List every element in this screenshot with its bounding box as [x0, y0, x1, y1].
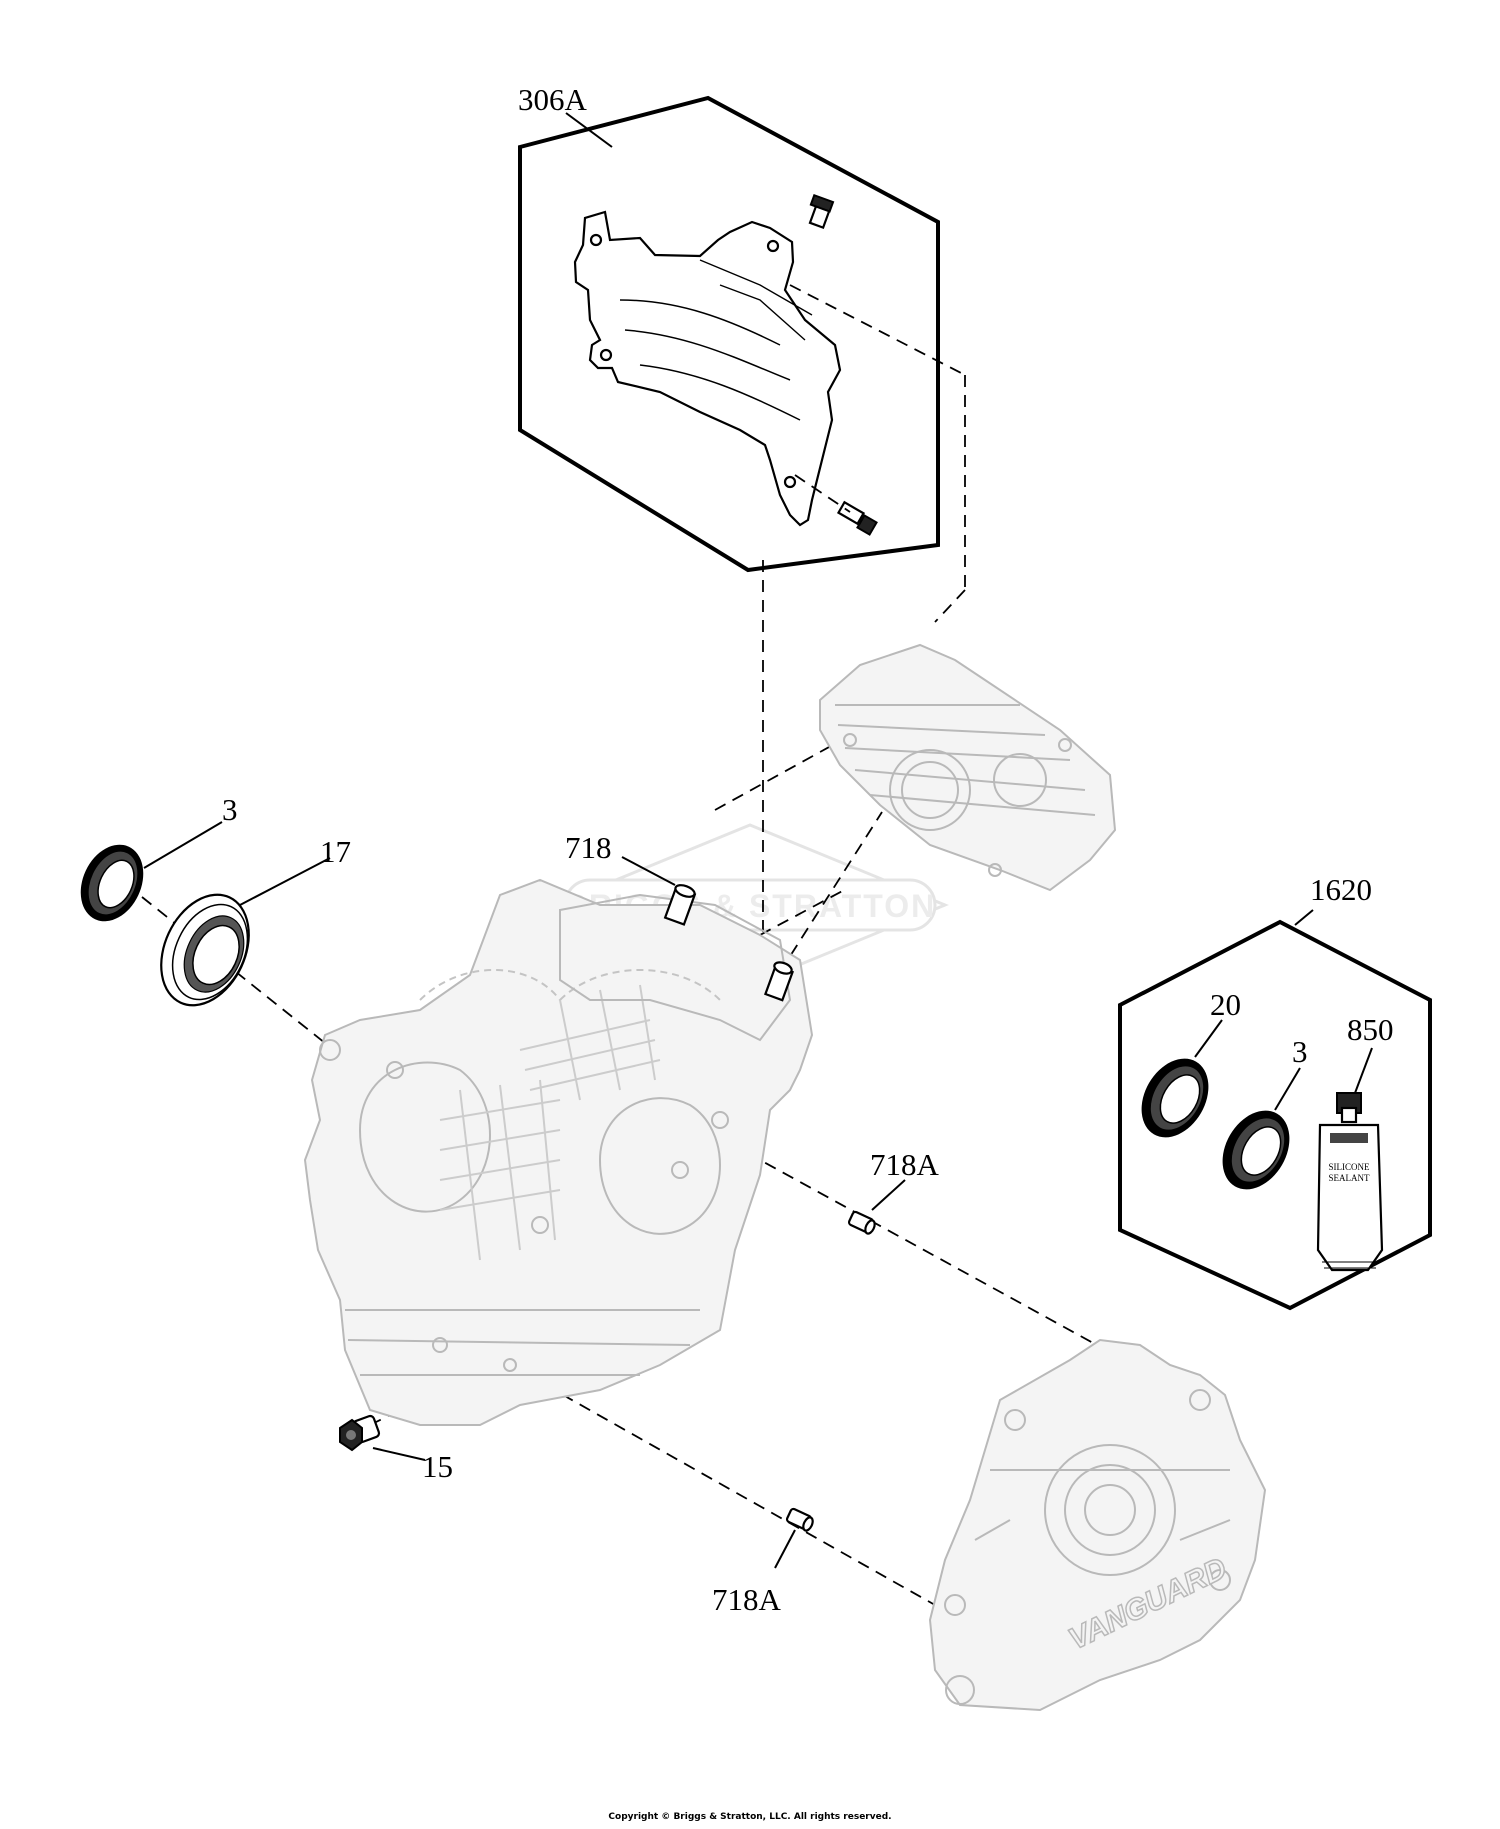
cylinder-head-ghost: [819, 643, 1117, 892]
crankcase-block-ghost: [303, 878, 814, 1426]
callout-718a-lower[interactable]: 718A: [712, 1582, 782, 1617]
callout-1620[interactable]: 1620: [1310, 872, 1372, 907]
callout-3-kit[interactable]: 3: [1292, 1034, 1308, 1069]
dowel-718a-upper-part[interactable]: [847, 1210, 877, 1235]
dowel-718-second-part[interactable]: [764, 960, 794, 1002]
kit-1620-hexagon: [1118, 919, 1432, 1311]
oil-seal-20-part[interactable]: [1128, 1047, 1222, 1150]
silicone-sealant-850-part[interactable]: SILICONE SEALANT: [1316, 1092, 1384, 1272]
kit-1620-group: 1620 20 3 SILICONE SEALANT 850: [1118, 872, 1432, 1311]
drain-plug-15-part[interactable]: [339, 1414, 381, 1452]
kit-306a-group: 306A: [518, 82, 966, 573]
callout-718a-upper[interactable]: 718A: [870, 1147, 940, 1182]
sealant-label-line1: SILICONE: [1329, 1162, 1370, 1172]
shield-bolt-upper[interactable]: [808, 193, 835, 230]
crankcase-cover-ghost: VANGUARD: [928, 1338, 1267, 1712]
callout-15[interactable]: 15: [422, 1449, 453, 1484]
copyright-footer: Copyright © Briggs & Stratton, LLC. All …: [608, 1812, 892, 1822]
dowel-718a-lower-part[interactable]: [785, 1507, 815, 1532]
dowel-718-part[interactable]: [663, 883, 697, 926]
oil-seal-3-part[interactable]: [69, 834, 155, 931]
callout-850[interactable]: 850: [1347, 1012, 1394, 1047]
heat-shield-part[interactable]: [573, 210, 842, 527]
oil-seal-3-kit-part[interactable]: [1209, 1099, 1303, 1202]
callout-718[interactable]: 718: [565, 830, 612, 865]
callout-306a[interactable]: 306A: [518, 82, 588, 117]
shield-bolt-lower[interactable]: [836, 500, 878, 536]
callout-17[interactable]: 17: [320, 834, 351, 869]
sealant-label-line2: SEALANT: [1329, 1173, 1370, 1183]
bearing-17-part[interactable]: [144, 881, 266, 1020]
callout-3[interactable]: 3: [222, 792, 238, 827]
kit-306a-hexagon: [518, 95, 940, 573]
callout-20[interactable]: 20: [1210, 987, 1241, 1022]
